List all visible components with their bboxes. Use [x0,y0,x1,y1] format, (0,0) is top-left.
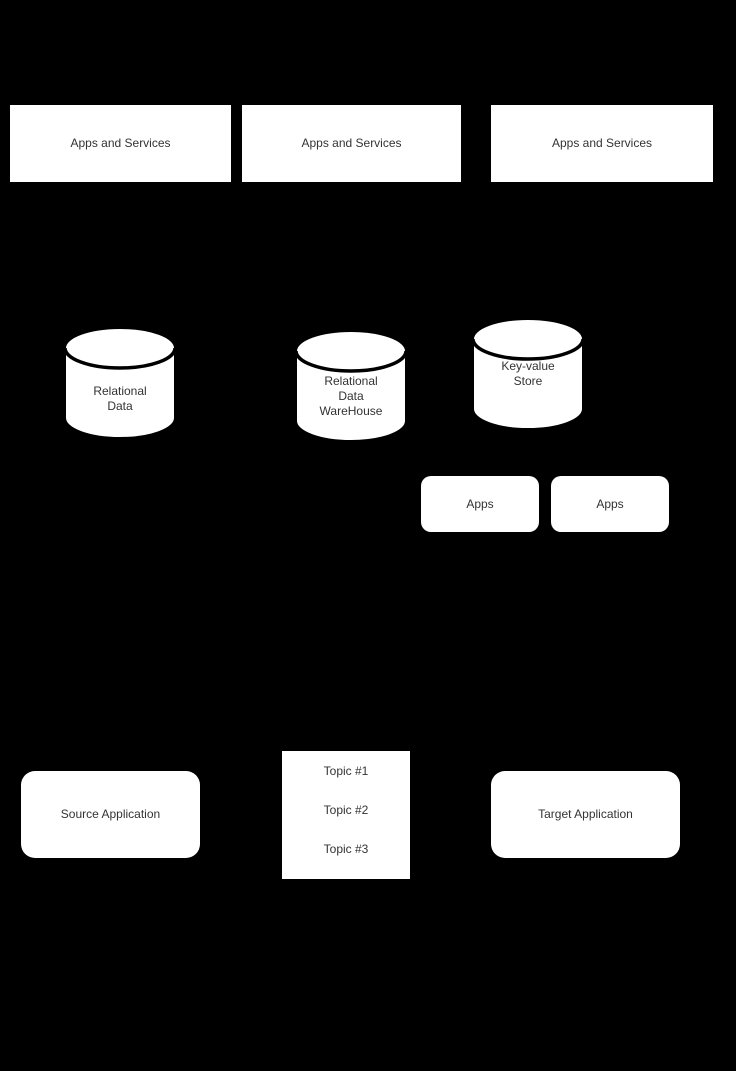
datastore-label-line: Data [107,399,133,413]
apps-and-services-label: Apps and Services [70,136,171,150]
database-cylinder-icon [294,330,408,442]
datastore-label-line: Relational [93,384,147,398]
database-cylinder-icon [63,327,177,439]
key-value-store: Key-value Store [471,317,585,431]
datastore-label-line: Key-value [501,359,555,373]
datastore-label-line: WareHouse [319,404,383,418]
source-application-box: Source Application [21,771,200,858]
relational-data-warehouse-store: Relational Data WareHouse [294,329,408,443]
apps-box-2: Apps [551,476,669,532]
apps-label: Apps [596,496,624,511]
database-cylinder-icon [471,318,585,430]
datastore-label: Relational Data WareHouse [294,374,408,419]
datastore-label-line: Relational [324,374,378,388]
apps-and-services-label: Apps and Services [551,136,653,150]
datastore-label-line: Data [338,389,364,403]
target-application-box: Target Application [491,771,680,858]
datastore-label: Key-value Store [471,359,585,389]
datastore-label-line: Store [513,374,543,388]
datastore-label: Relational Data [63,384,177,414]
target-application-label: Target Application [538,807,633,821]
topic-item: Topic #2 [323,802,369,817]
apps-box-1: Apps [421,476,539,532]
topic-item: Topic #1 [323,763,369,778]
topic-item: Topic #3 [323,841,369,856]
apps-and-services-box-2: Apps and Services [242,105,461,182]
apps-and-services-box-1: Apps and Services [10,105,231,182]
apps-label: Apps [466,496,494,511]
source-application-label: Source Application [60,807,161,821]
relational-data-store: Relational Data [63,326,177,440]
topics-box: Topic #1 Topic #2 Topic #3 [282,751,410,879]
apps-and-services-box-3: Apps and Services [491,105,713,182]
apps-and-services-label: Apps and Services [301,136,402,150]
